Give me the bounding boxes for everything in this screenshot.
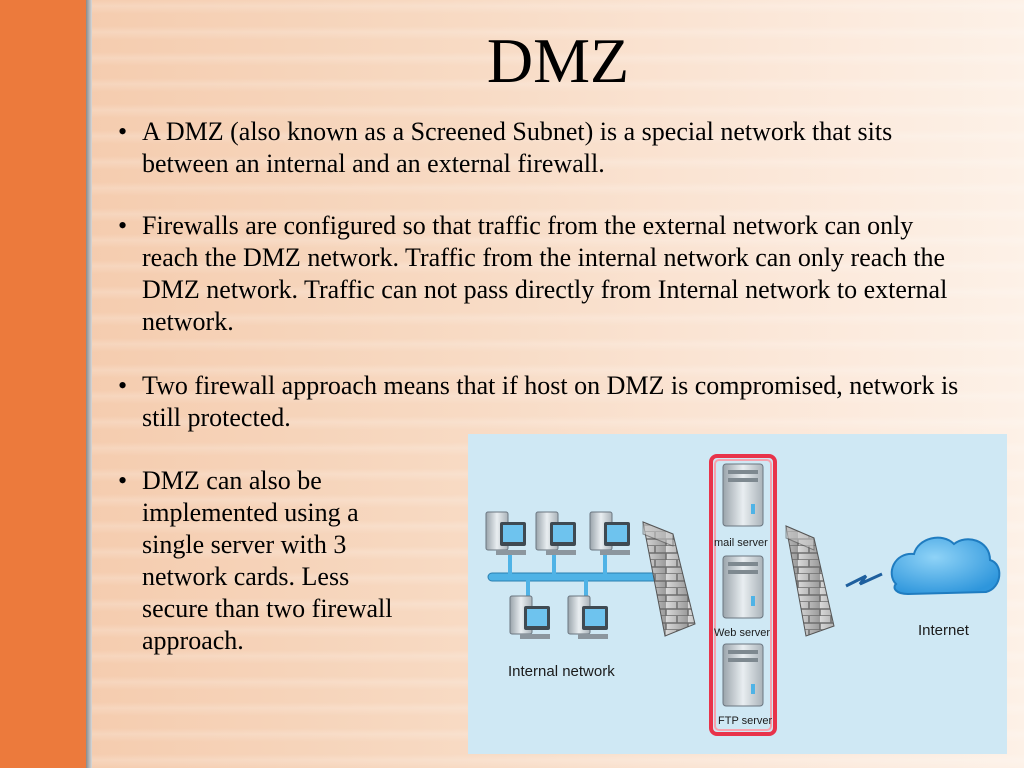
dmz-zone-highlight — [709, 454, 777, 736]
bullet-item: • A DMZ (also known as a Screened Subnet… — [118, 116, 948, 180]
web-server-label: Web server — [714, 627, 770, 639]
bullet-item: • DMZ can also be implemented using a si… — [118, 465, 418, 657]
bullet-marker: • — [118, 466, 128, 495]
bullet-text: A DMZ (also known as a Screened Subnet) … — [142, 117, 893, 178]
internal-network-label: Internal network — [508, 663, 615, 680]
workstation-icon — [535, 511, 576, 555]
workstation-icon — [485, 511, 526, 555]
internet-cloud-icon — [890, 536, 1001, 596]
external-firewall-icon — [785, 525, 835, 637]
internet-link-icon — [845, 572, 883, 588]
internet-label: Internet — [918, 622, 970, 639]
slide-title: DMZ — [486, 25, 630, 96]
bullet-marker: • — [118, 371, 128, 400]
bullet-text: DMZ can also be implemented using a sing… — [142, 466, 393, 655]
bullet-text: Two firewall approach means that if host… — [142, 371, 959, 432]
bullet-marker: • — [118, 117, 128, 146]
internal-firewall-icon — [642, 521, 696, 637]
mail-server-label: mail server — [714, 537, 768, 549]
web-server-icon — [722, 555, 764, 619]
bullet-item: • Firewalls are configured so that traff… — [118, 210, 968, 338]
workstation-icon — [509, 595, 550, 639]
accent-bar-shadow — [86, 0, 92, 768]
ftp-server-label: FTP server — [718, 715, 773, 727]
bullet-text: Firewalls are configured so that traffic… — [142, 211, 948, 336]
workstation-icon — [589, 511, 630, 555]
ftp-server-icon — [722, 643, 764, 707]
bullet-marker: • — [118, 211, 128, 240]
accent-bar — [0, 0, 86, 768]
network-bus — [487, 554, 659, 604]
mail-server-icon — [722, 463, 764, 527]
bullet-item: • Two firewall approach means that if ho… — [118, 370, 998, 434]
dmz-network-diagram: Internal network mail server Web server — [468, 434, 1007, 754]
workstation-icon — [567, 595, 608, 639]
